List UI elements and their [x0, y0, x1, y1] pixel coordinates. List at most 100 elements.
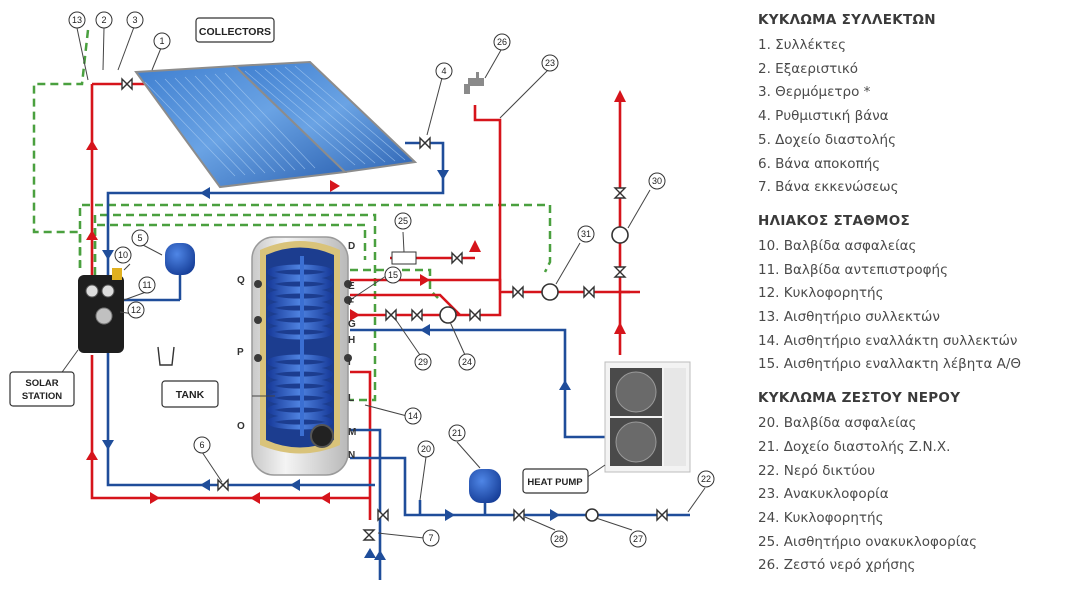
- valves: [121, 77, 668, 541]
- legend-item: 26. Ζεστό νερό χρήσης: [758, 557, 916, 574]
- svg-text:E: E: [348, 281, 355, 292]
- svg-text:P: P: [237, 347, 244, 358]
- svg-text:D: D: [348, 241, 355, 252]
- callout-12: 12: [127, 301, 145, 319]
- callout-28: 28: [550, 530, 568, 548]
- svg-text:5: 5: [137, 233, 142, 243]
- legend-item: 22. Νερό δικτύου: [758, 462, 876, 479]
- callout-4: 4: [435, 62, 453, 80]
- callout-6: 6: [193, 436, 211, 454]
- svg-text:30: 30: [652, 176, 662, 186]
- svg-text:29: 29: [418, 357, 428, 367]
- leader-lines: [59, 26, 706, 539]
- svg-text:10: 10: [118, 250, 128, 260]
- svg-text:SOLAR: SOLAR: [25, 378, 58, 389]
- drain-funnel: [157, 346, 175, 366]
- collectors-panels: [134, 60, 418, 189]
- svg-text:L: L: [348, 393, 354, 404]
- recirculation-sensor: [391, 251, 417, 265]
- svg-text:COLLECTORS: COLLECTORS: [199, 26, 271, 38]
- legend-title: ΚΥΚΛΩΜΑ ΖΕΣΤΟΥ ΝΕΡΟΥ: [758, 390, 961, 407]
- callout-24: 24: [458, 353, 476, 371]
- hot-water-tap: [464, 72, 484, 94]
- hot-pipes: [90, 82, 640, 520]
- legend-item: 24. Κυκλοφορητής: [758, 509, 884, 526]
- svg-text:I: I: [348, 357, 351, 368]
- svg-text:4: 4: [441, 66, 446, 76]
- callout-30: 30: [648, 172, 666, 190]
- svg-text:14: 14: [408, 411, 418, 421]
- svg-text:STATION: STATION: [22, 391, 62, 402]
- legend: ΚΥΚΛΩΜΑ ΣΥΛΛΕΚΤΩΝ 1. Συλλέκτες 2. Εξαερι…: [758, 12, 1063, 591]
- legend-item: 23. Ανακυκλοφορία: [758, 486, 889, 503]
- svg-text:22: 22: [701, 474, 711, 484]
- callout-22: 22: [697, 470, 715, 488]
- svg-text:21: 21: [452, 428, 462, 438]
- solar-station-unit: [78, 268, 124, 353]
- svg-text:HEAT PUMP: HEAT PUMP: [527, 477, 583, 488]
- legend-section-solar-station: ΗΛΙΑΚΟΣ ΣΤΑΘΜΟΣ 10. Βαλβίδα ασφαλείας 11…: [758, 213, 1063, 377]
- callout-2: 2: [95, 11, 113, 29]
- svg-text:31: 31: [581, 229, 591, 239]
- svg-text:6: 6: [199, 440, 204, 450]
- legend-section-hot-water: ΚΥΚΛΩΜΑ ΖΕΣΤΟΥ ΝΕΡΟΥ 20. Βαλβίδα ασφαλεί…: [758, 390, 1063, 578]
- callout-23: 23: [541, 54, 559, 72]
- callout-26: 26: [493, 33, 511, 51]
- legend-item: 6. Βάνα αποκοπής: [758, 155, 881, 172]
- legend-item: 4. Ρυθμιστική βάνα: [758, 108, 889, 125]
- svg-text:G: G: [348, 319, 356, 330]
- legend-item: 14. Αισθητήριο εναλλάκτη συλλεκτών: [758, 332, 1018, 349]
- svg-text:H: H: [348, 335, 355, 346]
- legend-item: 3. Θερμόμετρο *: [758, 84, 871, 101]
- callout-7: 7: [422, 529, 440, 547]
- callout-13: 13: [68, 11, 86, 29]
- callout-15: 15: [384, 266, 402, 284]
- solar-station-label: SOLAR STATION: [9, 371, 75, 407]
- svg-text:N: N: [348, 450, 355, 461]
- tank-port-letters: D E F G H I L M N Q P O: [237, 241, 356, 461]
- svg-text:13: 13: [72, 15, 82, 25]
- legend-item: 12. Κυκλοφορητής: [758, 285, 884, 302]
- legend-title: ΗΛΙΑΚΟΣ ΣΤΑΘΜΟΣ: [758, 212, 911, 229]
- callout-25: 25: [394, 212, 412, 230]
- svg-text:M: M: [348, 427, 356, 438]
- callout-20: 20: [417, 440, 435, 458]
- callout-29: 29: [414, 353, 432, 371]
- callout-21: 21: [448, 424, 466, 442]
- legend-item: 7. Βάνα εκκενώσεως: [758, 179, 899, 196]
- cold-flow-arrows: [102, 170, 571, 560]
- callout-27: 27: [629, 530, 647, 548]
- collectors-label: COLLECTORS: [195, 17, 275, 43]
- callout-1: 1: [153, 32, 171, 50]
- svg-text:3: 3: [132, 15, 137, 25]
- legend-item: 13. Αισθητήριο συλλεκτών: [758, 309, 940, 326]
- legend-item: 1. Συλλέκτες: [758, 37, 847, 53]
- svg-text:7: 7: [428, 533, 433, 543]
- hot-flow-arrows: [86, 90, 626, 504]
- legend-item: 25. Αισθητήριο ονακυκλοφορίας: [758, 533, 978, 550]
- legend-item: 11. Βαλβίδα αντεπιστροφής: [758, 261, 949, 278]
- tank-label: TANK: [161, 380, 219, 408]
- svg-text:15: 15: [388, 270, 398, 280]
- callout-5: 5: [131, 229, 149, 247]
- svg-text:11: 11: [142, 280, 151, 290]
- legend-item: 10. Βαλβίδα ασφαλείας: [758, 237, 917, 254]
- callout-14: 14: [404, 407, 422, 425]
- legend-item: 20. Βαλβίδα ασφαλείας: [758, 415, 917, 432]
- svg-text:24: 24: [462, 357, 472, 367]
- legend-item: 2. Εξαεριστικό: [758, 60, 859, 77]
- svg-text:TANK: TANK: [176, 389, 205, 401]
- expansion-vessel-21: [469, 469, 501, 503]
- heat-pump-unit: [604, 361, 691, 473]
- legend-item: 21. Δοχείο διαστολής Ζ.Ν.Χ.: [758, 438, 951, 455]
- legend-section-collectors: ΚΥΚΛΩΜΑ ΣΥΛΛΕΚΤΩΝ 1. Συλλέκτες 2. Εξαερι…: [758, 12, 1063, 200]
- svg-text:O: O: [237, 421, 245, 432]
- callout-11: 11: [138, 276, 156, 294]
- storage-tank: [251, 236, 352, 476]
- svg-text:27: 27: [633, 534, 643, 544]
- svg-text:28: 28: [554, 534, 564, 544]
- svg-text:23: 23: [545, 58, 555, 68]
- solar-system-diagram: COLLECTORS TANK SOLAR STATION HEAT PUMP …: [9, 11, 715, 580]
- heat-pump-label: HEAT PUMP: [522, 468, 589, 494]
- callout-3: 3: [126, 11, 144, 29]
